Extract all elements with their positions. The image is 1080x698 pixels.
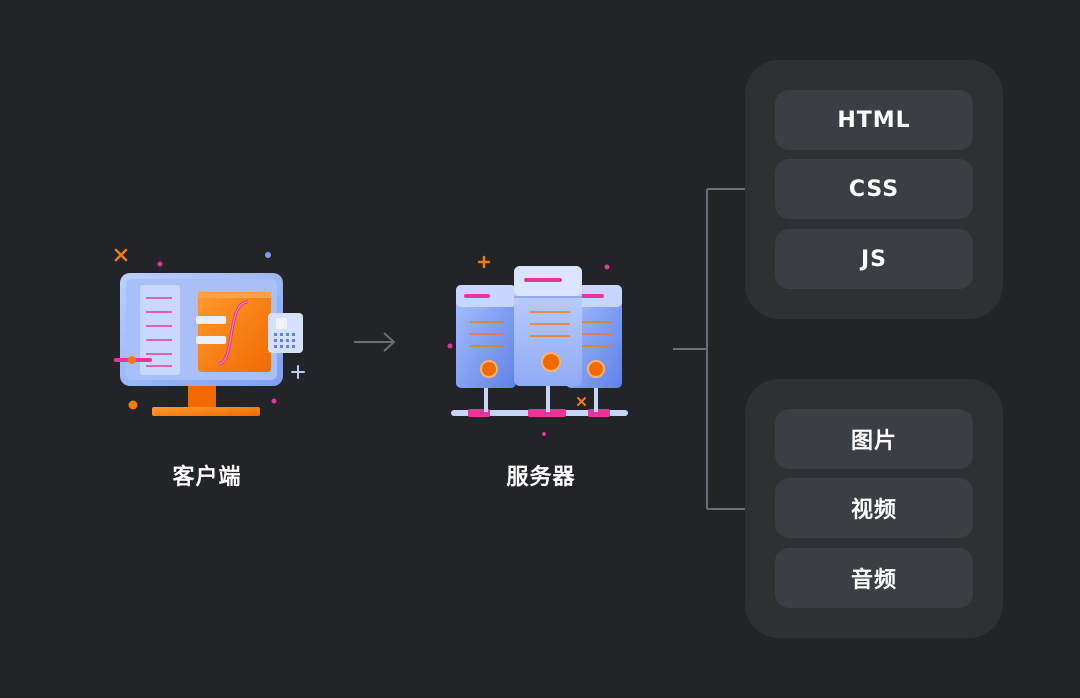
resource-group-text: HTML CSS JS <box>745 60 1003 319</box>
resource-item-video: 视频 <box>775 478 973 538</box>
server-rack-icon <box>447 255 628 436</box>
resource-item-audio: 音频 <box>775 548 973 608</box>
resource-item-css: CSS <box>775 159 973 219</box>
resource-item-image: 图片 <box>775 409 973 469</box>
resource-item-html: HTML <box>775 90 973 150</box>
resource-item-js: JS <box>775 229 973 289</box>
client-label: 客户端 <box>172 465 242 490</box>
arrow-right-icon <box>354 332 395 352</box>
bracket-connector <box>673 188 745 510</box>
monitor-icon <box>114 248 305 416</box>
server-label: 服务器 <box>506 465 576 490</box>
resource-group-media: 图片 视频 音频 <box>745 379 1003 638</box>
